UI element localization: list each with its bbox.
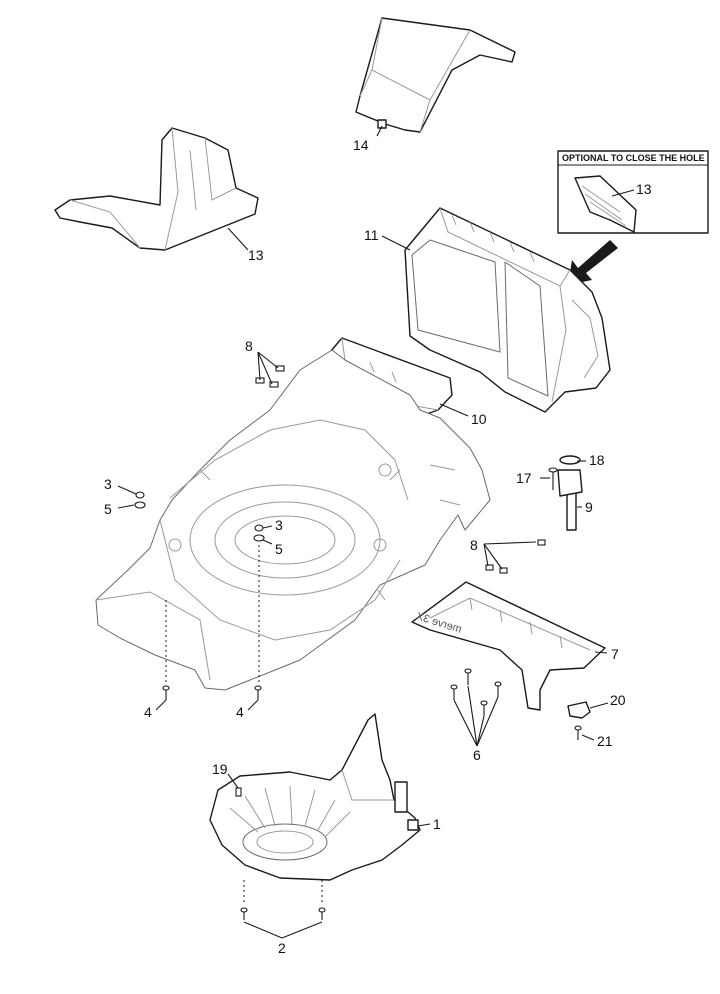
- hardware-17-screw: [548, 467, 558, 490]
- callout-1: 1: [433, 816, 441, 832]
- part-13-grass-guide: [54, 127, 259, 251]
- part-7-plate: merve 3X: [411, 581, 606, 711]
- callout-13: 13: [248, 247, 264, 263]
- hardware-3-5-left: [134, 491, 146, 509]
- part-9-column: [557, 455, 583, 531]
- arrow-indicator: [568, 240, 618, 285]
- callout-3-center: 3: [275, 517, 283, 533]
- callout-5-center: 5: [275, 541, 283, 557]
- part-1-blade-housing: [209, 713, 421, 881]
- callout-14: 14: [353, 137, 369, 153]
- option-box: OPTIONAL TO CLOSE THE HOLE: [557, 150, 709, 234]
- leader-lines: [117, 125, 635, 939]
- callout-20: 20: [610, 692, 626, 708]
- hardware-19-pin: [235, 787, 242, 797]
- callout-4-left: 4: [144, 704, 152, 720]
- callout-8-right: 8: [470, 537, 478, 553]
- callout-7: 7: [611, 646, 619, 662]
- callout-5-left: 5: [104, 501, 112, 517]
- callout-11: 11: [364, 227, 379, 243]
- hardware-21-screw: [574, 725, 582, 740]
- callout-19: 19: [212, 761, 228, 777]
- hardware-6-screws: [450, 668, 502, 716]
- mower-deck: [95, 349, 491, 691]
- part-11-bag-frame: [404, 207, 611, 413]
- callout-18: 18: [589, 452, 605, 468]
- callout-3-left: 3: [104, 476, 112, 492]
- callout-9: 9: [585, 499, 593, 515]
- part-12-cover-plate: [574, 175, 637, 233]
- callout-4-center: 4: [236, 704, 244, 720]
- callout-21: 21: [597, 733, 613, 749]
- alignment-lines: [165, 545, 323, 905]
- option-box-title: OPTIONAL TO CLOSE THE HOLE: [562, 153, 705, 163]
- hardware-3-5-center: [253, 524, 265, 542]
- callout-8-top: 8: [245, 338, 253, 354]
- callout-6: 6: [473, 747, 481, 763]
- callout-10: 10: [471, 411, 487, 427]
- hardware-8-screws-right: [485, 539, 546, 574]
- part-14-rear-deflector: [355, 17, 516, 133]
- callout-12: 13: [636, 181, 652, 197]
- callout-2: 2: [278, 940, 286, 956]
- callout-17: 17: [516, 470, 532, 486]
- part-20-knob: [567, 701, 591, 719]
- hardware-2-screws: [240, 907, 326, 920]
- callouts: 14 13 11 13 8 10 3 5 3 5 18 17 9 8 7 4 4…: [104, 137, 652, 956]
- hardware-4-bolts: [162, 685, 262, 700]
